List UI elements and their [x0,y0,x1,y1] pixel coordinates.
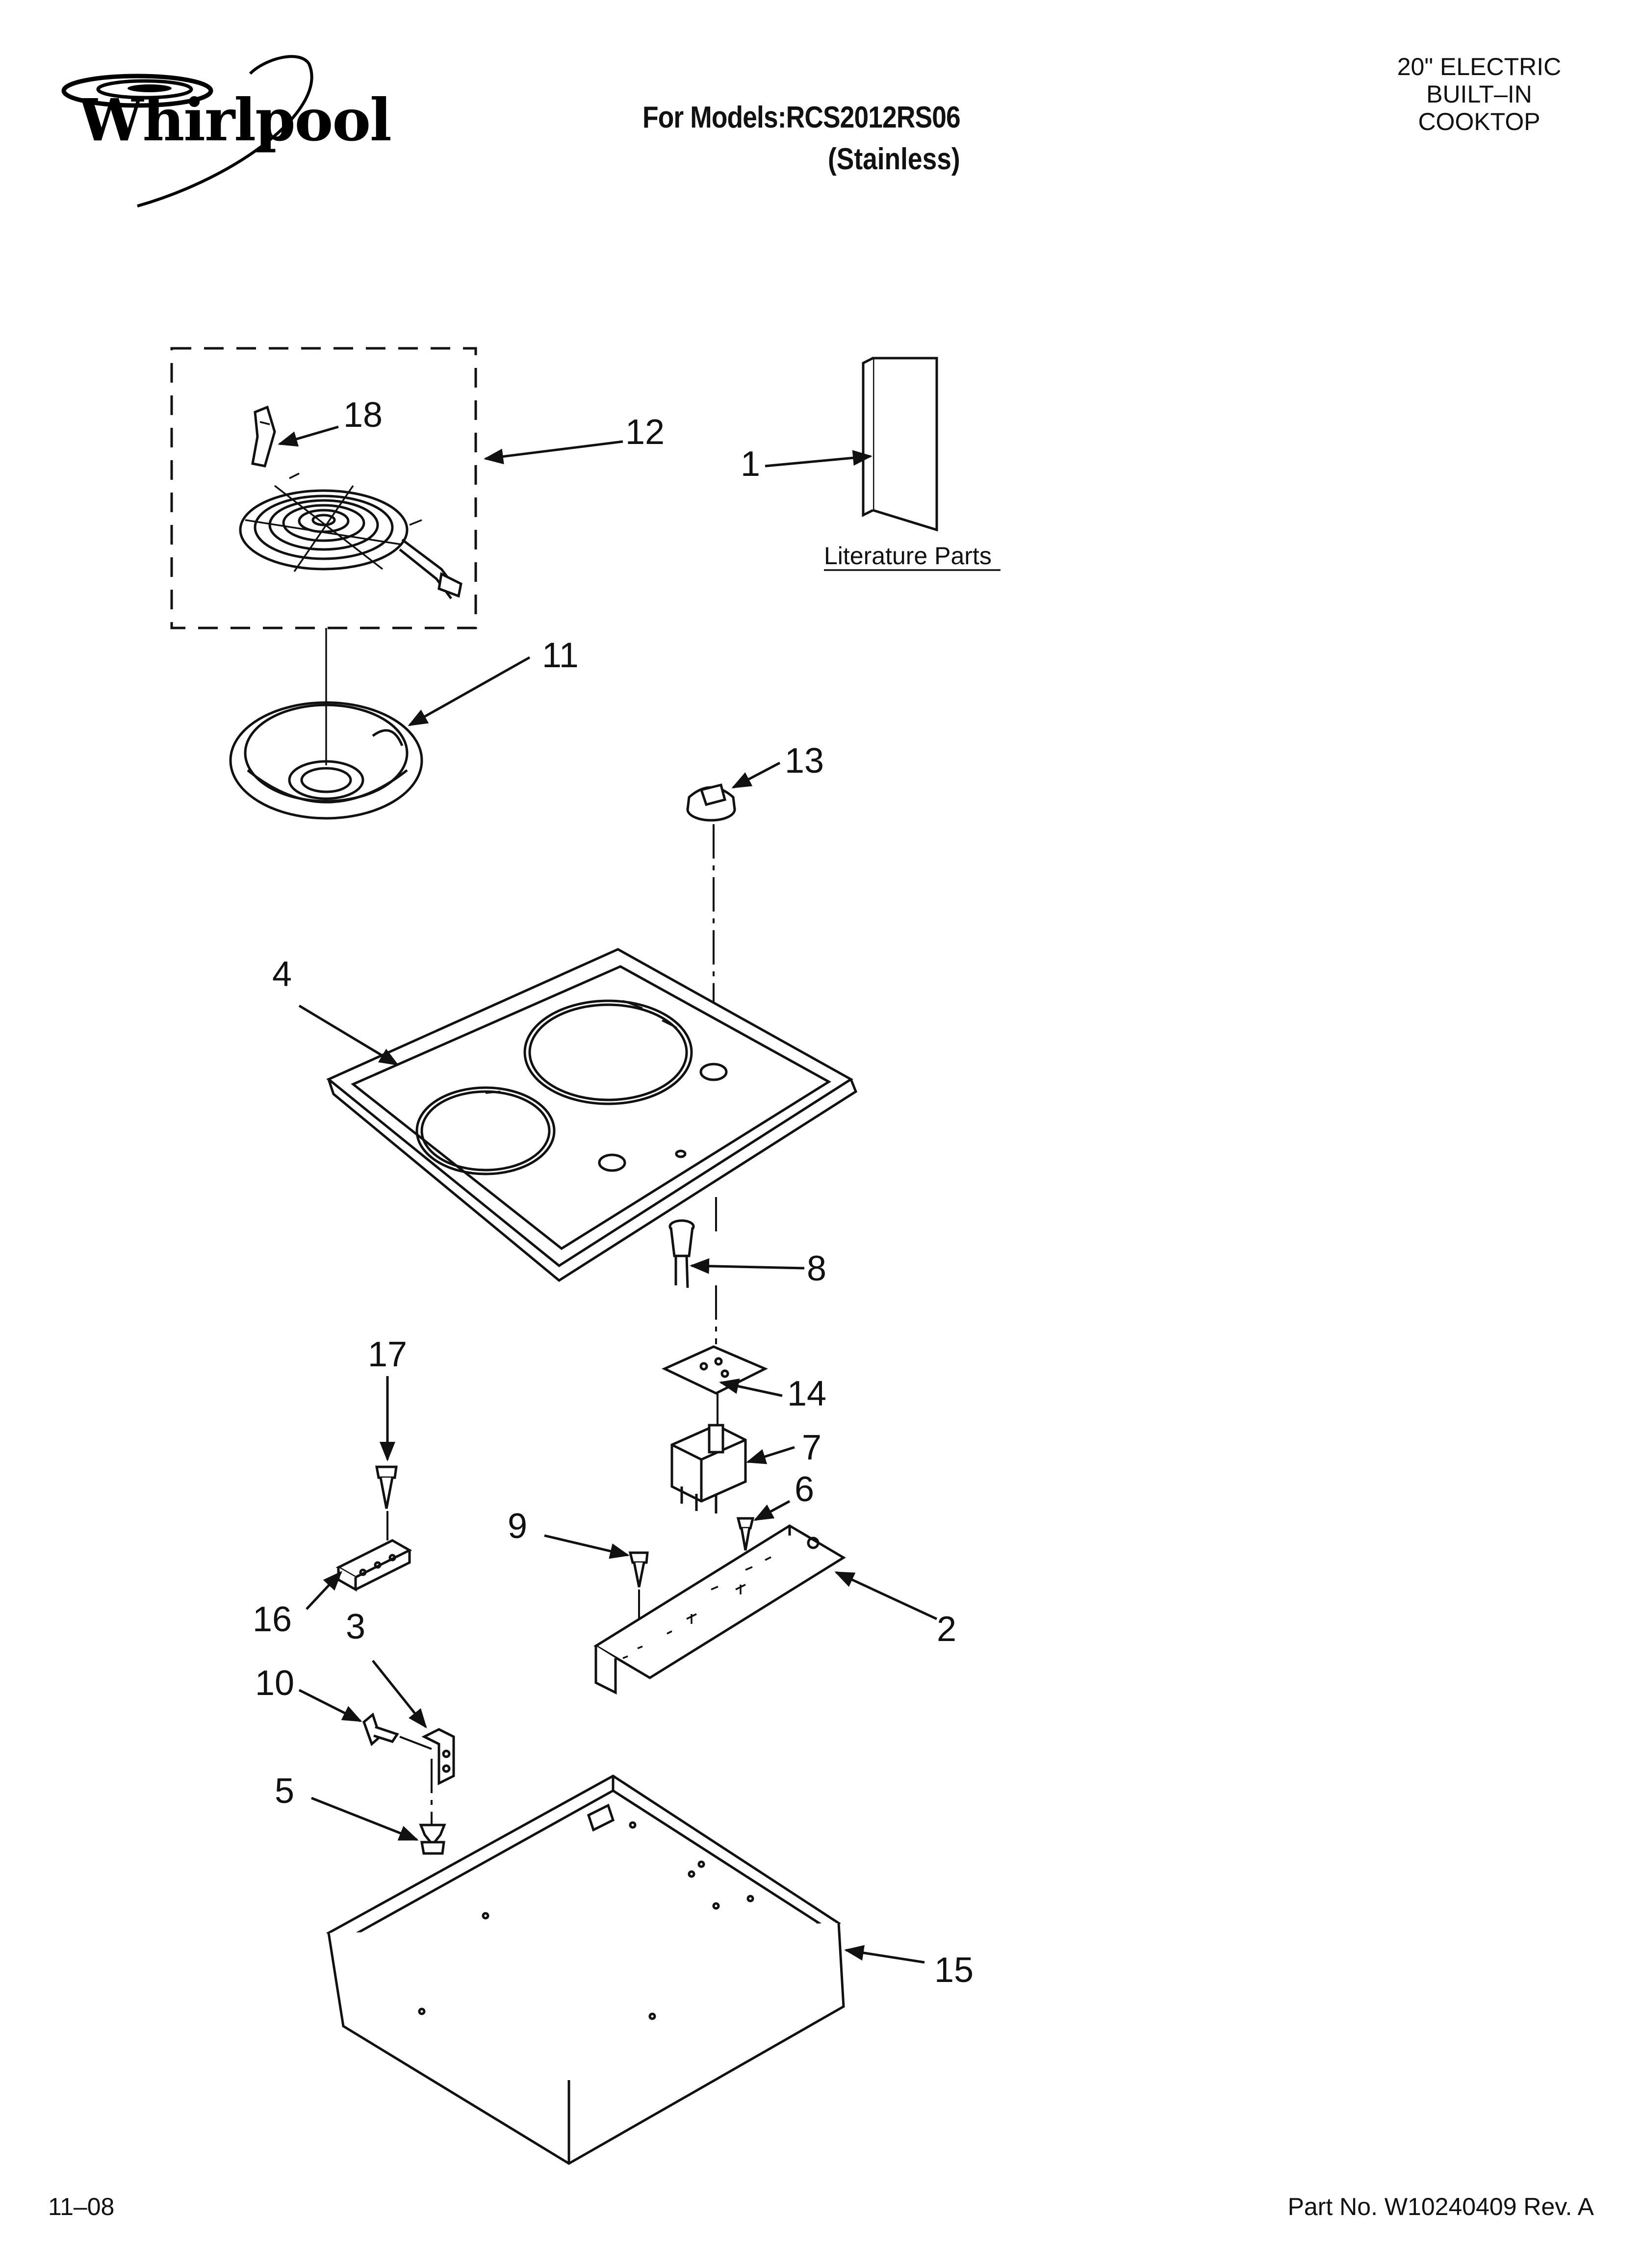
literature-part-1 [862,357,938,532]
callout-15: 15 [934,1951,974,1990]
switch-part-7 [670,1424,747,1513]
literature-label: Literature Parts [824,542,992,570]
callout-16: 16 [253,1600,292,1639]
callout-14: 14 [787,1374,826,1413]
screw-part-17 [375,1465,398,1509]
clip-part-18 [251,405,276,468]
callout-9: 9 [508,1507,527,1546]
screw-part-5 [419,1824,446,1855]
callout-17: 17 [368,1335,407,1374]
callout-3: 3 [346,1607,365,1646]
screw-part-10 [362,1712,399,1747]
brand-logo: Whirlpool [78,86,392,154]
product-line-2: BUILT–IN [1426,80,1532,108]
surface-element-part-12 [239,472,462,600]
part-number: Part No. W10240409 Rev. A [1287,2193,1594,2220]
callout-7: 7 [802,1428,821,1467]
callout-12: 12 [625,413,665,452]
indicator-light-part-8 [668,1197,717,1288]
callout-5: 5 [275,1772,294,1811]
callout-10: 10 [255,1664,294,1703]
screw-part-9 [628,1551,649,1588]
callout-11: 11 [542,636,579,675]
bracket-part-16 [335,1539,412,1592]
callout-1: 1 [741,444,760,484]
drip-bowl-part-11 [229,701,423,820]
callout-18: 18 [343,395,383,435]
finish-subtitle: (Stainless) [828,142,960,176]
bracket-part-2 [593,1524,846,1695]
callout-6: 6 [795,1470,814,1509]
bracket-part-3 [421,1728,455,1786]
kit-outline-12 [170,347,477,629]
cooktop-surface-part-4 [326,948,858,1282]
product-description: 20" ELECTRIC BUILT–IN COOKTOP [1376,53,1582,135]
knob-part-13 [686,783,736,822]
revision-date: 11–08 [48,2193,115,2220]
screw-part-6 [736,1517,755,1551]
product-line-3: COOKTOP [1418,108,1540,135]
callout-2: 2 [937,1610,956,1649]
housing-box-part-15 [326,1774,845,2165]
swirl-icon [61,55,313,208]
callout-13: 13 [785,741,824,781]
gasket-part-14 [662,1345,768,1395]
callout-4: 4 [272,955,292,994]
callout-8: 8 [807,1249,826,1288]
models-title: For Models:RCS2012RS06 [642,101,961,134]
product-line-1: 20" ELECTRIC [1397,53,1562,80]
